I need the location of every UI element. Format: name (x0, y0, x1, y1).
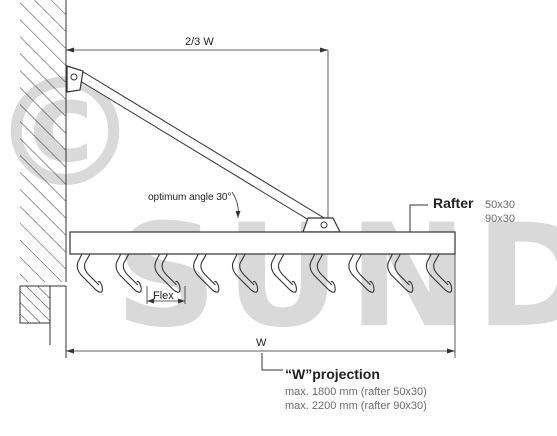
hook (270, 253, 297, 293)
rafter-title: Rafter (433, 195, 474, 211)
hook (76, 253, 103, 293)
hook (193, 253, 220, 293)
angle-label: optimum angle 30° (148, 192, 232, 203)
flex-label: Flex (153, 290, 174, 302)
projection-title: “W”projection (285, 366, 380, 382)
hook (425, 253, 453, 293)
hook-row (76, 253, 453, 293)
rafter-size-1: 50x30 (485, 199, 515, 211)
hook (231, 253, 259, 293)
hook (387, 253, 414, 293)
dimension-top-label: 2/3 W (185, 36, 214, 48)
hook (115, 253, 142, 293)
rafter-beam (69, 204, 456, 255)
dimension-flex: Flex (146, 286, 186, 304)
hook (154, 253, 181, 293)
dimension-w: W (66, 254, 456, 371)
dimension-two-thirds-w: 2/3 W (66, 36, 329, 218)
projection-line-1: max. 1800 mm (rafter 50x30) (285, 386, 427, 398)
dimension-bottom-label: W (256, 337, 267, 349)
hook (348, 253, 375, 293)
watermark-brand: SUNDIY (115, 194, 557, 359)
rafter-size-2: 90x30 (485, 213, 515, 225)
strut-arm (66, 65, 341, 233)
angle-indicator: optimum angle 30° (148, 191, 241, 219)
wall (19, 0, 67, 358)
projection-line-2: max. 2200 mm (rafter 90x30) (285, 400, 427, 412)
hook (309, 253, 336, 293)
